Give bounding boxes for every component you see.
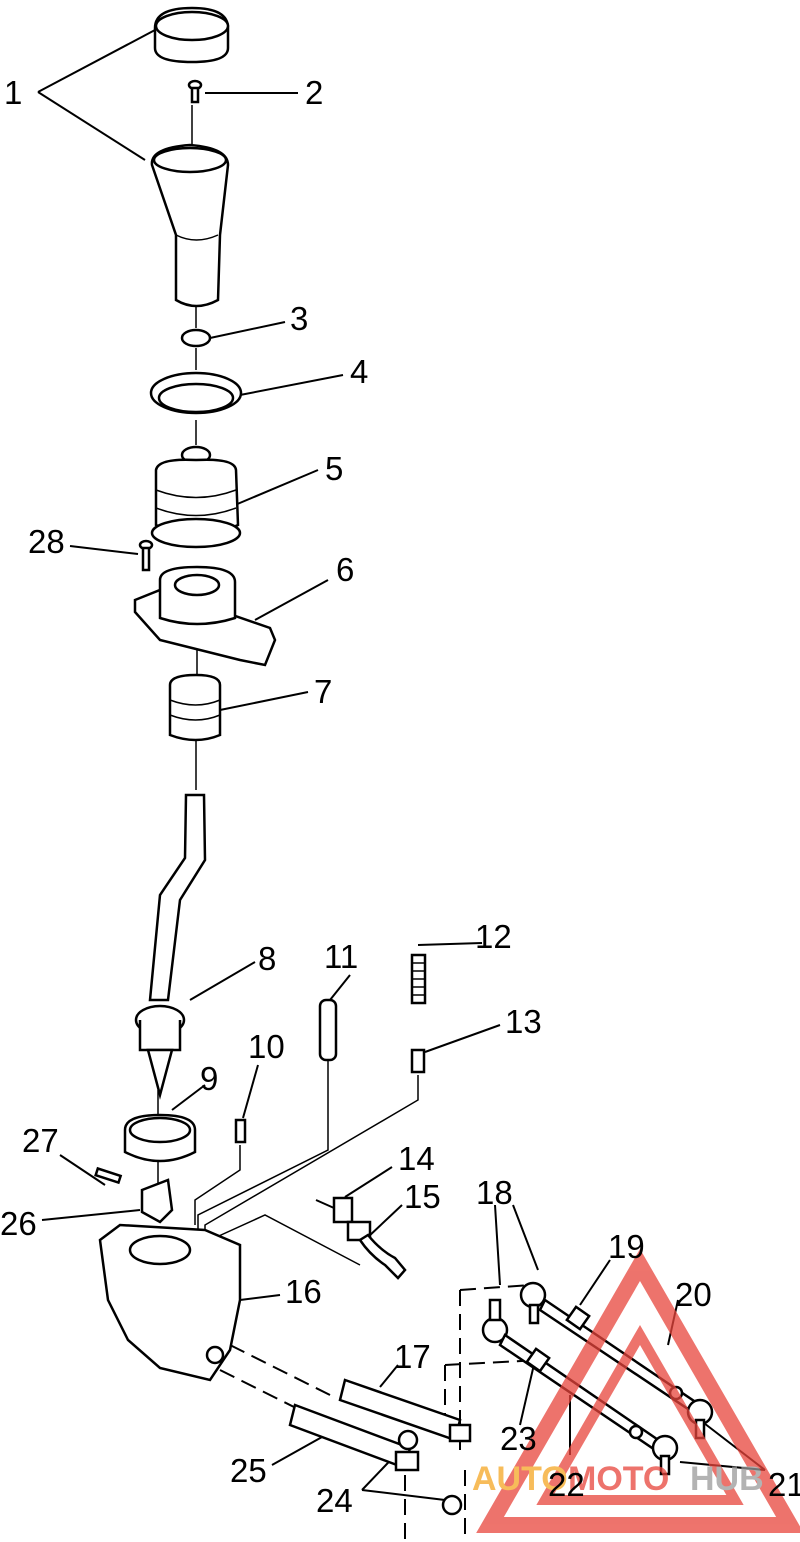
callout-25: 25 (230, 1452, 267, 1489)
callout-15: 15 (404, 1178, 441, 1215)
callout-10: 10 (248, 1028, 285, 1065)
callout-1: 1 (4, 74, 22, 111)
watermark-logo: AUTO MOTO HUB (472, 1248, 800, 1533)
callout-21: 21 (768, 1466, 800, 1503)
part-14-15-switch (315, 1196, 407, 1280)
part-13-plunger (410, 1048, 426, 1074)
callout-7: 7 (314, 673, 332, 710)
part-5-boot (150, 445, 242, 549)
callout-27: 27 (22, 1122, 59, 1159)
callout-13: 13 (505, 1003, 542, 1040)
callout-19: 19 (608, 1228, 645, 1265)
linkage-assembly (481, 1281, 714, 1476)
callout-9: 9 (200, 1060, 218, 1097)
callout-4: 4 (350, 353, 368, 390)
callout-2: 2 (305, 74, 323, 111)
watermark-text-auto: AUTO (472, 1460, 568, 1498)
callout-16: 16 (285, 1273, 322, 1310)
callout-22: 22 (548, 1466, 585, 1503)
part-17-25-rods (288, 1378, 472, 1472)
watermark-text-moto: MOTO (568, 1460, 669, 1498)
part-2-screw (187, 79, 203, 104)
part-11-pin (318, 998, 338, 1062)
part-3-ring (180, 328, 212, 348)
callout-5: 5 (325, 450, 343, 487)
part-1-knob (150, 6, 230, 308)
part-7-bushing (168, 673, 222, 742)
part-8-shift-lever (134, 793, 207, 1100)
part-24-nuts (397, 1429, 463, 1516)
callout-8: 8 (258, 940, 276, 977)
part-10-spring (234, 1118, 247, 1144)
callout-6: 6 (336, 551, 354, 588)
callout-14: 14 (398, 1140, 435, 1177)
part-6-base-plate (133, 565, 277, 667)
callout-3: 3 (290, 300, 308, 337)
part-12-spring (410, 953, 427, 1005)
callout-24: 24 (316, 1482, 353, 1519)
callout-28: 28 (28, 523, 65, 560)
callout-11: 11 (324, 938, 358, 975)
part-4-large-ring (149, 371, 243, 415)
part-26-27-detent (94, 1166, 174, 1224)
callout-26: 26 (0, 1205, 37, 1242)
callout-20: 20 (675, 1276, 712, 1313)
callout-18: 18 (476, 1174, 513, 1211)
watermark-text-hub: HUB (690, 1460, 764, 1498)
part-16-housing (98, 1223, 242, 1382)
callout-23: 23 (500, 1420, 537, 1457)
part-28-screw (138, 539, 154, 572)
callout-12: 12 (475, 918, 512, 955)
part-9-cup (123, 1113, 197, 1163)
callout-17: 17 (394, 1338, 431, 1375)
callout-labels: 1 2 3 4 5 6 7 8 9 10 11 12 13 14 15 16 1… (0, 74, 800, 1519)
